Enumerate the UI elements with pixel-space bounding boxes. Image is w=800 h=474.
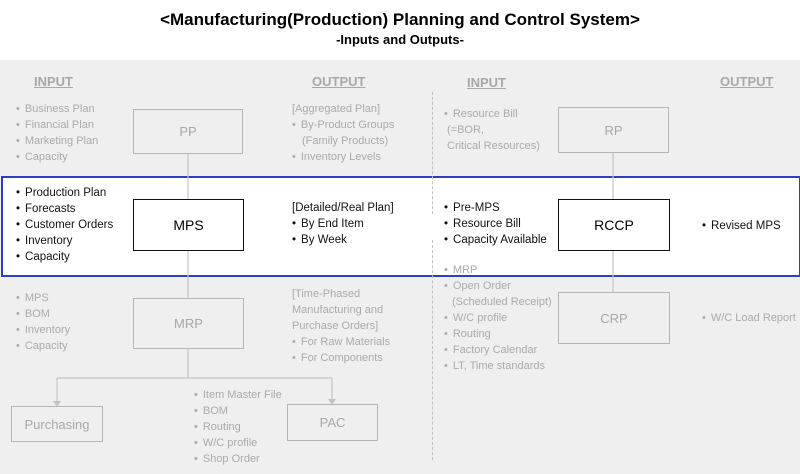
pp-output-item: Inventory Levels [292, 149, 394, 165]
pac-input-item: Item Master File [194, 387, 282, 403]
mrp-output-title-line: Manufacturing and [292, 304, 384, 316]
crp-input-item: Open Order [444, 278, 552, 294]
pp-output-title: [Aggregated Plan] [292, 103, 381, 115]
mps-output-item: By End Item [292, 216, 394, 232]
mps-input-item: Forecasts [16, 201, 113, 217]
rccp-input-item: Pre-MPS [444, 200, 547, 216]
mrp-output-item: For Raw Materials [292, 334, 390, 350]
purchasing-box: Purchasing [11, 406, 103, 442]
crp-inputs: MRP Open Order (Scheduled Receipt) W/C p… [444, 262, 552, 374]
pac-input-item: Shop Order [194, 451, 282, 467]
crp-input-item: MRP [444, 262, 552, 278]
pac-inputs: Item Master File BOM Routing W/C profile… [194, 387, 282, 467]
crp-input-item: Factory Calendar [444, 342, 552, 358]
pp-box: PP [133, 109, 243, 154]
arrow-to-pac [328, 399, 336, 405]
mrp-output-title-line: Purchase Orders] [292, 320, 379, 332]
mps-output-item: By Week [292, 232, 394, 248]
diagram-title: <Manufacturing(Production) Planning and … [160, 10, 640, 29]
pac-box: PAC [287, 404, 378, 441]
rccp-inputs: Pre-MPS Resource Bill Capacity Available [444, 200, 547, 248]
mrp-output-title: [Time-Phased [292, 288, 361, 300]
pp-input-item: Financial Plan [16, 117, 98, 133]
crp-input-note: (Scheduled Receipt) [452, 296, 552, 308]
mps-output-title: [Detailed/Real Plan] [292, 202, 394, 214]
pp-input-item: Business Plan [16, 101, 98, 117]
rccp-outputs: Revised MPS [702, 218, 781, 234]
rccp-output-item: Revised MPS [702, 218, 781, 234]
rccp-box: RCCP [558, 199, 670, 251]
crp-input-item: LT, Time standards [444, 358, 552, 374]
mrp-input-item: BOM [16, 306, 70, 322]
mps-input-item: Customer Orders [16, 217, 113, 233]
rp-input-item: Resource Bill [444, 106, 540, 122]
mps-inputs: Production Plan Forecasts Customer Order… [16, 185, 113, 265]
rp-input-note: Critical Resources) [447, 140, 540, 152]
mps-input-item: Production Plan [16, 185, 113, 201]
mrp-input-item: Inventory [16, 322, 70, 338]
pp-output-item: By-Product Groups [292, 117, 395, 133]
mrp-outputs: [Time-Phased Manufacturing and Purchase … [292, 286, 390, 366]
rccp-input-item: Capacity Available [444, 232, 547, 248]
crp-input-item: Routing [444, 326, 552, 342]
header-input-right: INPUT [467, 75, 506, 90]
header-output-right: OUTPUT [720, 74, 774, 89]
arrow-to-purchasing [53, 401, 61, 407]
separator-upper [432, 92, 433, 214]
crp-output-item: W/C Load Report [702, 310, 796, 326]
pac-input-item: Routing [194, 419, 282, 435]
pp-output-note: (Family Products) [302, 135, 389, 147]
mrp-output-item: For Components [292, 350, 390, 366]
rp-input-note: (=BOR, [447, 124, 484, 136]
mps-input-item: Capacity [16, 249, 113, 265]
pp-input-item: Marketing Plan [16, 133, 98, 149]
header-input-left: INPUT [34, 74, 73, 89]
mrp-input-item: Capacity [16, 338, 70, 354]
rp-inputs: Resource Bill (=BOR, Critical Resources) [444, 106, 540, 154]
mrp-input-item: MPS [16, 290, 70, 306]
mps-box: MPS [133, 199, 244, 251]
header-output-left: OUTPUT [312, 74, 366, 89]
crp-box: CRP [558, 292, 670, 344]
rp-box: RP [558, 107, 669, 153]
crp-input-item: W/C profile [444, 310, 552, 326]
pp-inputs: Business Plan Financial Plan Marketing P… [16, 101, 98, 165]
pac-input-item: W/C profile [194, 435, 282, 451]
mps-input-item: Inventory [16, 233, 113, 249]
diagram-subtitle: -Inputs and Outputs- [336, 32, 464, 47]
pp-input-item: Capacity [16, 149, 98, 165]
pac-input-item: BOM [194, 403, 282, 419]
crp-outputs: W/C Load Report [702, 310, 796, 326]
mrp-box: MRP [133, 298, 244, 349]
rccp-input-item: Resource Bill [444, 216, 547, 232]
mps-outputs: [Detailed/Real Plan] By End Item By Week [292, 200, 394, 248]
mrp-inputs: MPS BOM Inventory Capacity [16, 290, 70, 354]
separator-lower [432, 240, 433, 460]
pp-outputs: [Aggregated Plan] By-Product Groups (Fam… [292, 101, 394, 165]
